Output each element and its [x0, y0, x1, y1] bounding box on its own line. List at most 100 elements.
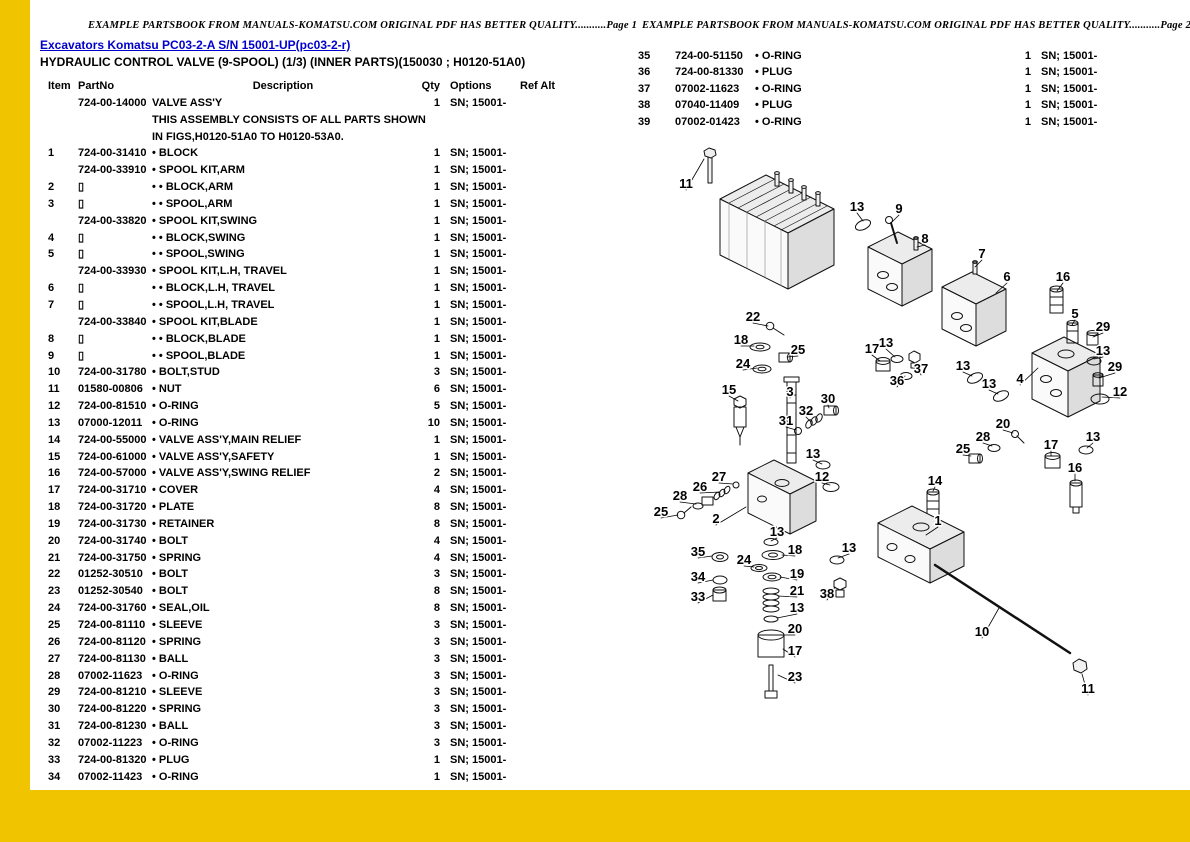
cell-desc: • O-RING [755, 115, 802, 128]
cell-ref [508, 297, 600, 314]
cell-ref [508, 381, 600, 398]
callout-28: 28 [976, 429, 990, 444]
cell-part: 724-00-81210 [78, 686, 147, 699]
header-partno: PartNo [78, 80, 115, 92]
cell-part: 724-00-61000 [78, 450, 147, 463]
callout-leader [826, 586, 836, 601]
callout-17: 17 [865, 341, 879, 356]
cell-opt: SN; 15001- [450, 669, 507, 682]
cell-part: 724-00-81510 [78, 400, 147, 413]
callout-leader [1092, 332, 1104, 338]
cell-desc: • BLOCK [152, 147, 199, 160]
cell-part: 01252-30540 [78, 585, 143, 598]
cell-item: 30 [48, 703, 61, 716]
callout-11: 11 [679, 176, 693, 191]
cell-part: ▯ [78, 231, 85, 244]
callout-leader [776, 613, 798, 619]
callout-9: 9 [895, 201, 902, 216]
cell-opt: SN; 15001- [450, 433, 507, 446]
cell-part: 724-00-33930 [78, 265, 147, 278]
cell-item: 2 [48, 181, 55, 194]
cell-ref [508, 566, 600, 583]
cell-item: 22 [48, 568, 61, 581]
header-qty: Qty [421, 80, 440, 92]
callout-29: 29 [1096, 319, 1110, 334]
cell-opt: SN; 15001- [1041, 66, 1098, 79]
callout-37: 37 [914, 361, 928, 376]
cell-desc: • SPRING [152, 635, 202, 648]
cell-part: 724-00-33820 [78, 214, 147, 227]
cell-item: 21 [48, 551, 61, 564]
cell-ref [1175, 81, 1187, 98]
cell-item: 18 [48, 501, 61, 514]
cell-part: 01580-00806 [78, 383, 143, 396]
table-row: THIS ASSEMBLY CONSISTS OF ALL PARTS SHOW… [40, 112, 600, 129]
cell-desc: • SPOOL KIT,SWING [152, 214, 258, 227]
cell-ref [508, 364, 600, 381]
callout-leader [1081, 673, 1089, 696]
cell-opt: SN; 15001- [450, 534, 507, 547]
callout-23: 23 [788, 669, 802, 684]
cell-opt: SN; 15001- [1041, 82, 1098, 95]
cell-desc: • BOLT [152, 568, 189, 581]
callout-leader [837, 553, 850, 559]
callout-20: 20 [996, 416, 1010, 431]
cell-desc: • VALVE ASS'Y,SAFETY [152, 450, 275, 463]
cell-item: 16 [48, 467, 61, 480]
cell-item: 23 [48, 585, 61, 598]
callout-leader [890, 214, 900, 224]
cell-item: 11 [48, 383, 60, 396]
callout-leader [827, 404, 830, 409]
cell-ref [508, 752, 600, 769]
cell-qty: 3 [433, 366, 440, 379]
callout-leader [728, 395, 739, 402]
cell-desc: • SPRING [152, 551, 202, 564]
cell-desc: • O-RING [152, 669, 199, 682]
callout-leader [679, 501, 697, 505]
callout-13: 13 [842, 540, 856, 555]
cell-part: 724-00-31740 [78, 534, 147, 547]
callout-13: 13 [982, 376, 996, 391]
cell-qty [414, 129, 440, 146]
callout-leader [785, 426, 797, 431]
callout-6: 6 [1003, 269, 1010, 284]
left-accent-strip [0, 0, 30, 842]
callout-leader [1056, 282, 1064, 292]
callout-leader [885, 348, 896, 358]
cell-qty: 1 [433, 332, 440, 345]
callout-leader [974, 259, 983, 268]
cell-part: 724-00-81120 [78, 635, 146, 648]
callout-20: 20 [788, 621, 802, 636]
cell-qty: 2 [433, 467, 440, 480]
cell-item: 35 [638, 50, 651, 62]
cell-desc: • O-RING [755, 82, 802, 95]
callout-leader [718, 482, 734, 485]
table-header: Item PartNo Description Qty Options Ref … [40, 78, 600, 95]
cell-part: ▯ [78, 181, 85, 194]
cell-desc: • • BLOCK,SWING [152, 231, 246, 244]
cell-qty: 4 [433, 551, 440, 564]
cell-desc: • O-RING [152, 400, 199, 413]
cell-opt: SN; 15001- [450, 720, 507, 733]
callout-leader [770, 537, 778, 542]
model-link[interactable]: Excavators Komatsu PC03-2-A S/N 15001-UP… [40, 38, 351, 52]
callout-18: 18 [788, 542, 802, 557]
callout-24: 24 [736, 356, 751, 371]
cell-opt: SN; 15001- [450, 467, 507, 480]
cell-desc: • • SPOOL,ARM [152, 197, 233, 210]
callout-15: 15 [722, 382, 736, 397]
callout-21: 21 [790, 583, 804, 598]
callout-leader [715, 506, 747, 526]
cell-part: 724-00-33910 [78, 164, 147, 177]
header-description: Description [252, 80, 314, 92]
